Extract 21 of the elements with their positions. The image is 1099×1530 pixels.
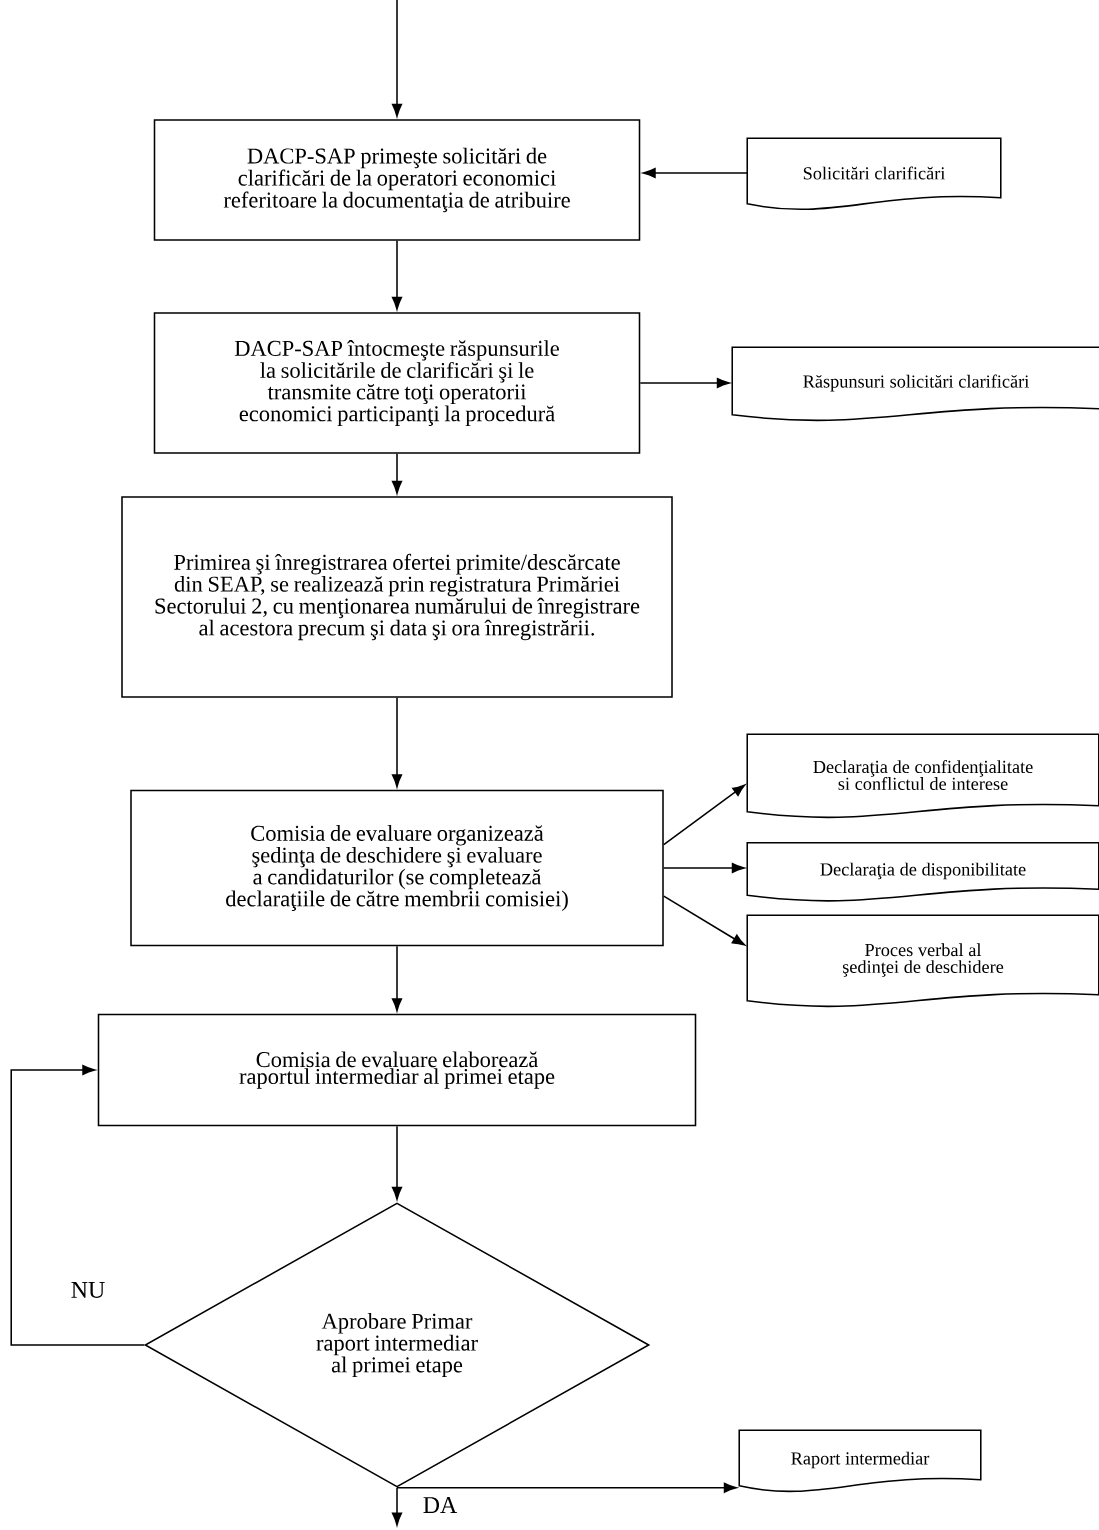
process-box: DACP-SAP primeşte solicitări de clarificări de la operatori economici referitoare la documentaţia de atribuire xyxy=(153,119,641,241)
arrow xyxy=(639,377,730,389)
edge-label: DA xyxy=(421,1495,459,1515)
arrow xyxy=(396,1482,737,1493)
arrow xyxy=(663,895,746,946)
process-box: DACP-SAP întocmeşte răspunsurile la solicitările de clarificări şi le transmite către toţi operatorii economici participanţi la procedură xyxy=(153,312,641,454)
arrow xyxy=(391,453,403,494)
edge-label: NU xyxy=(69,1280,107,1300)
arrow xyxy=(663,784,746,846)
process-box: Comisia de evaluare organizează şedinţa de deschidere şi evaluare a candidaturilor (se completează declaraţiile de către membrii comisiei) xyxy=(130,789,664,947)
arrow xyxy=(663,862,745,874)
arrow xyxy=(391,1487,403,1526)
arrow xyxy=(391,945,403,1012)
arrow xyxy=(642,167,748,179)
arrow xyxy=(10,1064,145,1346)
process-box: Comisia de evaluare elaborează raportul intermediar al primei etape xyxy=(97,1013,697,1127)
process-box: Primirea şi înregistrarea ofertei primite/descărcate din SEAP, se realizează prin registratura Primăriei Sectorului 2, cu menţionarea numărului de înregistrare al acestora precum şi data şi ora înregistrării. xyxy=(121,496,673,698)
arrow xyxy=(391,697,403,788)
arrow xyxy=(391,1125,403,1200)
arrow xyxy=(391,240,403,310)
arrow xyxy=(391,0,403,117)
